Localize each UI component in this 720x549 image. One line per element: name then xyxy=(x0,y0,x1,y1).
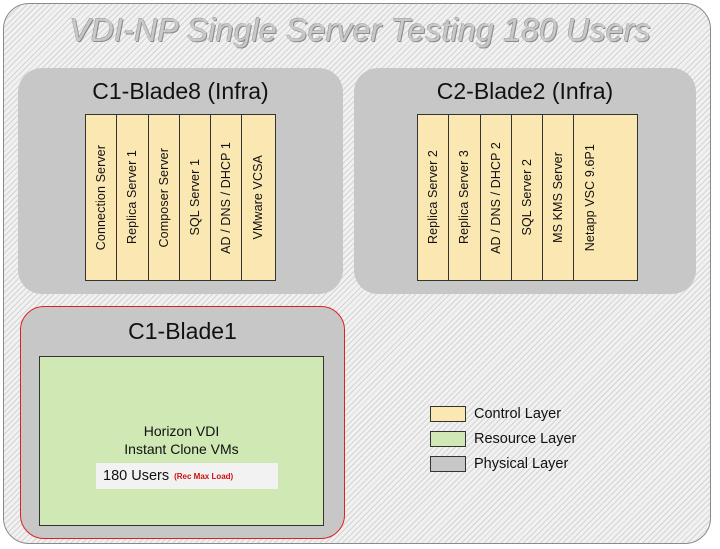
legend-item-physical: Physical Layer xyxy=(430,451,576,476)
vm-label: AD / DNS / DHCP 2 xyxy=(488,141,503,254)
legend-swatch xyxy=(430,430,466,447)
legend-swatch xyxy=(430,405,466,422)
legend-item-control: Control Layer xyxy=(430,401,576,426)
legend: Control Layer Resource Layer Physical La… xyxy=(430,401,576,476)
vm-ad-dns-dhcp-2: AD / DNS / DHCP 2 xyxy=(481,115,512,280)
users-note: (Rec Max Load) xyxy=(174,471,234,481)
legend-item-resource: Resource Layer xyxy=(430,426,576,451)
vm-label: VMware VCSA xyxy=(251,155,266,240)
vm-group-control-layer: Connection Server Replica Server 1 Compo… xyxy=(85,114,276,281)
vm-replica-server-2: Replica Server 2 xyxy=(418,115,450,280)
blade-c1-blade8: C1-Blade8 (Infra) Connection Server Repl… xyxy=(18,68,343,294)
resource-line-1: Horizon VDI xyxy=(143,423,220,439)
vm-replica-server-3: Replica Server 3 xyxy=(449,115,481,280)
vm-composer-server: Composer Server xyxy=(149,115,180,280)
vm-label: Replica Server 1 xyxy=(125,150,140,245)
legend-label: Resource Layer xyxy=(474,430,577,447)
blade-title: C1-Blade1 xyxy=(128,318,237,344)
resource-layer-box: Horizon VDI Instant Clone VMs 180 Users … xyxy=(39,356,324,526)
users-count: 180 Users xyxy=(103,468,170,484)
vm-label: MS KMS Server xyxy=(551,152,566,243)
vm-group-control-layer: Replica Server 2 Replica Server 3 AD / D… xyxy=(417,114,638,281)
legend-label: Control Layer xyxy=(474,405,562,422)
blade-c2-blade2: C2-Blade2 (Infra) Replica Server 2 Repli… xyxy=(354,68,696,294)
blade-title: C2-Blade2 (Infra) xyxy=(436,78,614,104)
vm-label: AD / DNS / DHCP 1 xyxy=(219,141,234,254)
users-box: 180 Users (Rec Max Load) xyxy=(96,463,278,489)
vm-netapp-vsc: Netapp VSC 9.6P1 xyxy=(574,115,605,280)
vm-label: Composer Server xyxy=(156,147,171,248)
vm-label: Connection Server xyxy=(94,144,109,251)
blade-title: C1-Blade8 (Infra) xyxy=(92,78,269,104)
vm-sql-server-2: SQL Server 2 xyxy=(512,115,544,280)
diagram-title: VDI-NP Single Server Testing 180 Users xyxy=(69,12,651,48)
legend-label: Physical Layer xyxy=(474,455,569,472)
legend-swatch xyxy=(430,455,466,472)
vm-replica-server-1: Replica Server 1 xyxy=(117,115,149,280)
vm-label: Netapp VSC 9.6P1 xyxy=(583,143,598,252)
vm-label: Replica Server 3 xyxy=(457,150,472,245)
vm-label: Replica Server 2 xyxy=(426,150,441,245)
vm-ad-dns-dhcp-1: AD / DNS / DHCP 1 xyxy=(211,115,243,280)
blade-c1-blade1: C1-Blade1 Horizon VDI Instant Clone VMs … xyxy=(20,306,345,539)
vm-label: SQL Server 2 xyxy=(520,159,535,236)
resource-line-2: Instant Clone VMs xyxy=(124,441,239,457)
vm-connection-server: Connection Server xyxy=(86,115,118,280)
vm-vmware-vcsa: VMware VCSA xyxy=(242,115,273,280)
vm-ms-kms-server: MS KMS Server xyxy=(543,115,575,280)
vm-label: SQL Server 1 xyxy=(188,159,203,236)
vm-sql-server-1: SQL Server 1 xyxy=(180,115,212,280)
